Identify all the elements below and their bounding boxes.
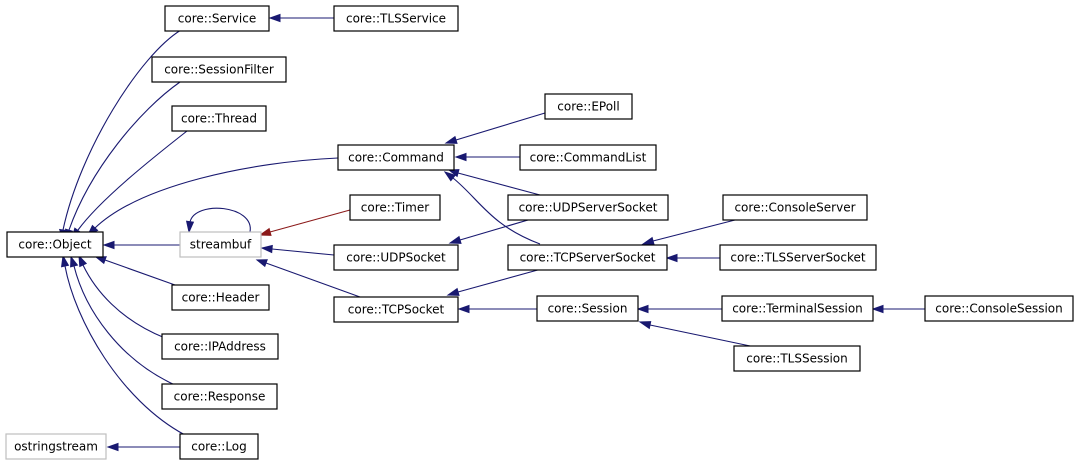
class-node-header[interactable]: core::Header [171,284,270,311]
class-node-label: core::Response [174,390,266,404]
class-node-commandlist[interactable]: core::CommandList [519,144,657,171]
class-node-label: core::UDPSocket [346,251,446,265]
class-node-label: core::IPAddress [174,340,266,354]
class-node-label: core::Object [18,238,91,252]
edge-tcpserversocket-to-tcpsocket [446,267,546,296]
edge-session-to-tcpsocket [457,304,537,314]
edge-header-to-object [94,256,176,286]
edge-tcpserversocket-to-command [443,171,541,245]
edge-tlssession-to-session [638,321,756,348]
class-node-label: core::TCPServerSocket [520,251,656,265]
class-node-label: core::Header [182,291,260,305]
class-node-object[interactable]: core::Object [6,231,104,258]
edge-tlsserversocket-to-tcpserversocket [665,253,720,263]
class-node-label: core::TLSService [346,12,446,26]
class-node-label: core::Command [348,151,444,165]
class-node-label: core::SessionFilter [164,63,274,77]
class-node-label: core::ConsoleSession [935,302,1063,316]
class-node-udpserversocket[interactable]: core::UDPServerSocket [507,194,669,221]
class-node-udpsocket[interactable]: core::UDPSocket [333,244,459,271]
edge-consoleserver-to-tcpserversocket [641,219,736,245]
edge-log-to-ostringstream [106,442,180,452]
class-node-sessionfilter[interactable]: core::SessionFilter [151,56,287,83]
class-node-tcpserversocket[interactable]: core::TCPServerSocket [507,244,668,271]
class-node-consoleserver[interactable]: core::ConsoleServer [722,194,868,221]
class-node-label: core::Session [548,302,628,316]
class-node-label: core::EPoll [557,100,619,114]
class-node-label: core::TLSServerSocket [730,251,866,265]
edge-sessionfilter-to-object [65,81,181,242]
nodes: core::Service core::TLSService core::Ses… [5,5,1074,460]
edge-response-to-object [70,255,176,386]
class-node-tlsserversocket[interactable]: core::TLSServerSocket [719,244,877,271]
edge-commandlist-to-command [454,152,520,162]
edge-streambuf-to-object [102,240,180,250]
class-node-consolesession[interactable]: core::ConsoleSession [924,295,1074,322]
class-node-streambuf[interactable]: streambuf [179,231,262,258]
class-node-ostringstream[interactable]: ostringstream [5,433,107,460]
edge-udpsocket-to-streambuf [260,244,335,256]
edge-streambuf-self-loop [185,207,251,234]
edge-terminalsession-to-session [636,304,722,314]
edge-consolesession-to-terminalsession [871,304,925,314]
edge-log-to-object [61,254,186,436]
class-node-response[interactable]: core::Response [161,383,278,410]
edge-timer-to-streambuf [258,209,351,236]
class-node-label: ostringstream [14,440,98,454]
class-node-label: core::UDPServerSocket [519,201,658,215]
class-node-label: streambuf [190,238,252,252]
class-node-tcpsocket[interactable]: core::TCPSocket [333,296,459,323]
class-node-label: core::Log [191,440,247,454]
edge-ipaddress-to-object [78,254,166,339]
class-node-epoll[interactable]: core::EPoll [544,93,633,120]
class-node-label: core::TerminalSession [732,302,863,316]
class-node-label: core::CommandList [530,151,647,165]
class-node-log[interactable]: core::Log [179,433,259,460]
edge-thread-to-object [71,130,188,240]
class-node-service[interactable]: core::Service [164,5,270,32]
class-node-label: core::TCPSocket [348,303,445,317]
class-node-tlssession[interactable]: core::TLSSession [733,345,861,372]
class-node-label: core::ConsoleServer [734,201,855,215]
class-node-thread[interactable]: core::Thread [171,105,267,132]
class-node-label: core::TLSSession [746,352,848,366]
edge-tlsservice-to-service [268,13,334,23]
class-node-command[interactable]: core::Command [337,144,455,171]
class-node-timer[interactable]: core::Timer [349,194,441,221]
class-node-tlsservice[interactable]: core::TLSService [333,5,459,32]
class-node-ipaddress[interactable]: core::IPAddress [161,333,279,360]
class-node-label: core::Service [178,12,256,26]
class-node-session[interactable]: core::Session [536,295,639,322]
class-node-label: core::Timer [361,201,429,215]
edge-epoll-to-command [444,112,546,144]
edge-tcpsocket-to-streambuf [255,259,361,298]
class-node-terminalsession[interactable]: core::TerminalSession [721,295,874,322]
edge-udpserversocket-to-command [447,169,541,196]
class-node-label: core::Thread [181,112,257,126]
